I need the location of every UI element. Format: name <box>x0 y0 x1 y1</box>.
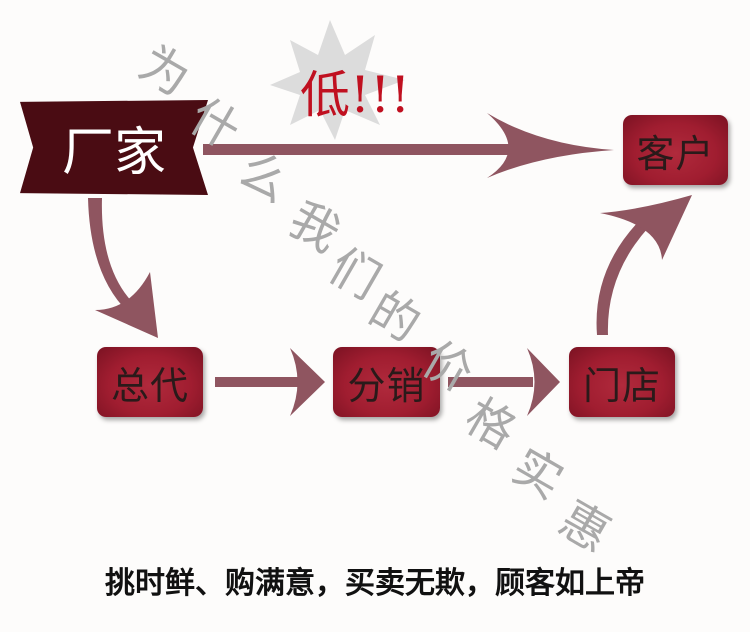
arrow-factory-to-customer <box>203 113 614 178</box>
node-store: 门店 <box>569 347 675 417</box>
node-distributor: 分销 <box>333 347 440 417</box>
slogan: 挑时鲜、购满意，买卖无欺，顾客如上帝 <box>105 566 645 601</box>
arrow-general-agent-to-distributor <box>215 348 325 416</box>
starburst-icon <box>270 20 405 140</box>
node-factory: 厂家 <box>20 100 208 195</box>
node-general-agent: 总代 <box>97 347 203 417</box>
arrow-distributor-to-store <box>448 348 560 416</box>
arrow-store-to-customer <box>596 195 692 335</box>
arrow-factory-to-general-agent <box>88 198 158 338</box>
node-customer: 客户 <box>623 115 728 185</box>
low-price-label: 低!!! <box>300 66 411 124</box>
